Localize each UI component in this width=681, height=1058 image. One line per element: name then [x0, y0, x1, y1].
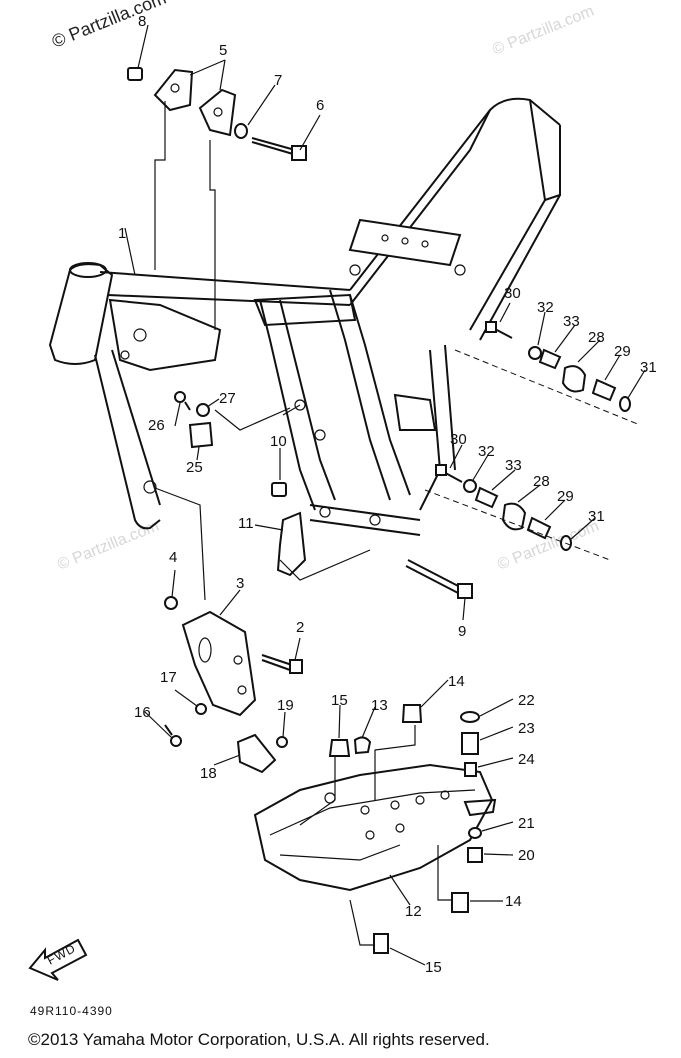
callout-30a: 30 — [504, 285, 521, 302]
callout-15b: 15 — [425, 959, 442, 976]
mid-small-parts — [174, 391, 307, 577]
callout-23: 23 — [518, 720, 535, 737]
callout-29a: 29 — [614, 343, 631, 360]
callout-9: 9 — [458, 623, 466, 640]
engine-bracket-lower — [164, 596, 303, 717]
callout-14a: 14 — [448, 673, 465, 690]
callout-6: 6 — [316, 97, 324, 114]
copyright-notice: ©2013 Yamaha Motor Corporation, U.S.A. A… — [28, 1030, 490, 1049]
watermark-top-left: © Partzilla.com — [49, 0, 169, 52]
callout-14b: 14 — [505, 893, 522, 910]
fwd-arrow-icon: FWD — [28, 938, 88, 981]
callout-11: 11 — [238, 515, 254, 532]
callout-32b: 32 — [478, 443, 495, 460]
callout-28a: 28 — [588, 329, 605, 346]
main-frame — [48, 97, 561, 536]
collar-set-upper — [485, 321, 631, 412]
callout-16: 16 — [134, 704, 151, 721]
engine-mount-upper-parts — [127, 67, 307, 161]
callout-21: 21 — [518, 815, 535, 832]
callout-13: 13 — [371, 697, 388, 714]
callout-3: 3 — [236, 575, 244, 592]
callout-15a: 15 — [331, 692, 348, 709]
watermark-mid-left: © Partzilla.com — [55, 518, 161, 574]
callout-4: 4 — [169, 549, 177, 566]
callout-27: 27 — [219, 390, 236, 407]
callout-31a: 31 — [640, 359, 657, 376]
pivot-bolt — [405, 559, 473, 599]
callout-2: 2 — [296, 619, 304, 636]
callout-29b: 29 — [557, 488, 574, 505]
callout-26: 26 — [148, 417, 165, 434]
callout-24: 24 — [518, 751, 535, 768]
callout-17: 17 — [160, 669, 177, 686]
skid-plate — [164, 703, 497, 892]
callout-20: 20 — [518, 847, 535, 864]
callout-18: 18 — [200, 765, 217, 782]
callout-8: 8 — [138, 13, 146, 30]
diagram-code: 49R110-4390 — [30, 1004, 113, 1018]
callout-28b: 28 — [533, 473, 550, 490]
callout-10: 10 — [270, 433, 287, 450]
callout-5: 5 — [219, 42, 227, 59]
callout-33b: 33 — [505, 457, 522, 474]
callout-31b: 31 — [588, 508, 605, 525]
watermark-top-right: © Partzilla.com — [490, 3, 596, 59]
callout-7: 7 — [274, 72, 282, 89]
callout-numbers: 1 2 3 4 5 6 7 8 9 10 11 12 13 14 14 15 1… — [118, 13, 657, 976]
callout-25: 25 — [186, 459, 203, 476]
callout-1: 1 — [118, 225, 126, 242]
leader-lines — [124, 24, 646, 966]
callout-33a: 33 — [563, 313, 580, 330]
callout-30b: 30 — [450, 431, 467, 448]
callout-22: 22 — [518, 692, 535, 709]
collar-set-lower — [435, 464, 572, 551]
callout-32a: 32 — [537, 299, 554, 316]
rubber-dampers — [328, 704, 483, 954]
callout-12: 12 — [405, 903, 422, 920]
callout-19: 19 — [277, 697, 294, 714]
